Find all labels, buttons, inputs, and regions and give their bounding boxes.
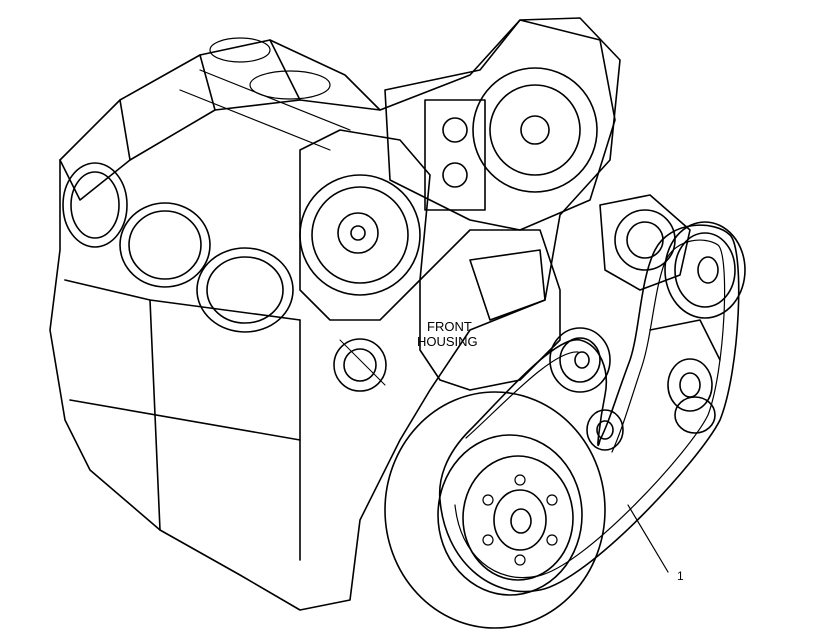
water-pump-pulley xyxy=(549,327,611,393)
belt-tensioner xyxy=(649,319,721,434)
front-housing xyxy=(419,229,561,391)
crankshaft-damper xyxy=(384,391,606,629)
cylinder-head-gasket xyxy=(179,37,351,151)
idler-pulley xyxy=(586,409,624,451)
alternator-pulley xyxy=(664,221,746,319)
callout-leader-line xyxy=(627,504,669,573)
rear-gear-housing xyxy=(384,19,616,231)
idler-gear xyxy=(333,338,387,392)
callout-number-1: 1 xyxy=(677,569,684,583)
serpentine-belt xyxy=(438,224,740,593)
cylinder-bores xyxy=(62,162,294,333)
label-front: FRONT xyxy=(427,319,472,334)
label-housing: HOUSING xyxy=(417,334,478,349)
engine-block xyxy=(49,17,621,611)
alternator xyxy=(599,194,691,291)
front-gear-plate xyxy=(299,129,431,321)
